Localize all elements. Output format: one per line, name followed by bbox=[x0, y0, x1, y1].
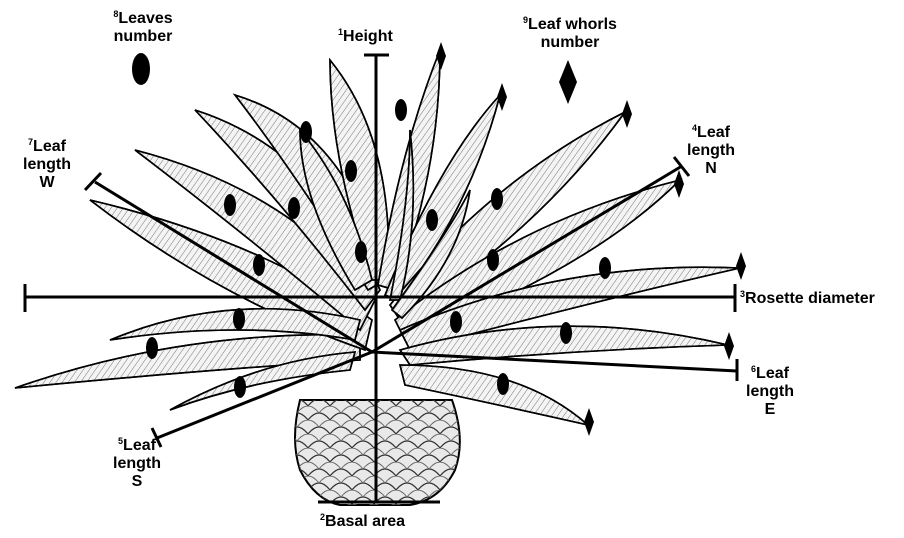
leaf-length-w-cap bbox=[85, 173, 101, 190]
leaf-mark-icon bbox=[599, 257, 611, 279]
leaf-mark-icon bbox=[300, 121, 312, 143]
label-leaf-length-s: 5Leaf length S bbox=[108, 437, 166, 491]
whorl-mark-icon bbox=[622, 100, 632, 128]
label-leaf-whorls-number: 9Leaf whorls number bbox=[520, 16, 620, 52]
leaf-mark-icon bbox=[345, 160, 357, 182]
whorl-mark-icon bbox=[497, 83, 507, 111]
leaf-mark-icon bbox=[355, 241, 367, 263]
label-leaf-s-line2: length bbox=[108, 455, 166, 473]
leaf-mark-icon bbox=[234, 376, 246, 398]
label-basal-area-text: Basal area bbox=[325, 513, 405, 530]
label-whorls-line2: number bbox=[520, 34, 620, 52]
leaf-mark-icon bbox=[426, 209, 438, 231]
label-leaf-length-n: 4Leaf length N bbox=[682, 124, 740, 178]
leaf-mark-icon bbox=[487, 249, 499, 271]
label-height: 1Height bbox=[338, 28, 393, 46]
label-rosette-diameter: 3Rosette diameter bbox=[740, 290, 875, 308]
legend-leaves-oval-icon bbox=[132, 53, 150, 85]
leaf-mark-icon bbox=[560, 322, 572, 344]
label-leaf-w-line2: length bbox=[18, 156, 76, 174]
label-leaf-length-e: 6Leaf length E bbox=[741, 365, 799, 419]
label-height-text: Height bbox=[343, 28, 393, 45]
label-leaf-e-line2: length bbox=[741, 383, 799, 401]
leaf-mark-icon bbox=[491, 188, 503, 210]
label-leaf-s-line3: S bbox=[108, 473, 166, 491]
label-basal-area: 2Basal area bbox=[320, 513, 405, 531]
label-leaf-e-line1: Leaf bbox=[756, 365, 789, 382]
leaf-mark-icon bbox=[450, 311, 462, 333]
label-whorls-line1: Leaf whorls bbox=[528, 16, 617, 33]
leaf-mark-icon bbox=[224, 194, 236, 216]
label-leaves-line2: number bbox=[108, 28, 178, 46]
whorl-mark-icon bbox=[584, 408, 594, 436]
label-leaf-n-line2: length bbox=[682, 142, 740, 160]
leaf-mark-icon bbox=[233, 308, 245, 330]
label-rosette-text: Rosette diameter bbox=[745, 290, 875, 307]
label-leaf-w-line3: W bbox=[18, 174, 76, 192]
label-leaf-w-line1: Leaf bbox=[33, 138, 66, 155]
leaf-mark-icon bbox=[497, 373, 509, 395]
label-leaf-n-line3: N bbox=[682, 160, 740, 178]
label-leaves-number: 8Leaves number bbox=[108, 10, 178, 46]
leaf-mark-icon bbox=[395, 99, 407, 121]
label-leaf-length-w: 7Leaf length W bbox=[18, 138, 76, 192]
label-leaf-s-line1: Leaf bbox=[123, 437, 156, 454]
label-leaves-line1: Leaves bbox=[118, 10, 172, 27]
whorl-mark-icon bbox=[724, 332, 734, 360]
whorl-mark-icon bbox=[736, 252, 746, 280]
leaf-mark-icon bbox=[253, 254, 265, 276]
legend-whorls-diamond-icon bbox=[559, 60, 577, 104]
leaf-mark-icon bbox=[146, 337, 158, 359]
leaf-mark-icon bbox=[288, 197, 300, 219]
label-leaf-e-line3: E bbox=[741, 401, 799, 419]
label-leaf-n-line1: Leaf bbox=[697, 124, 730, 141]
